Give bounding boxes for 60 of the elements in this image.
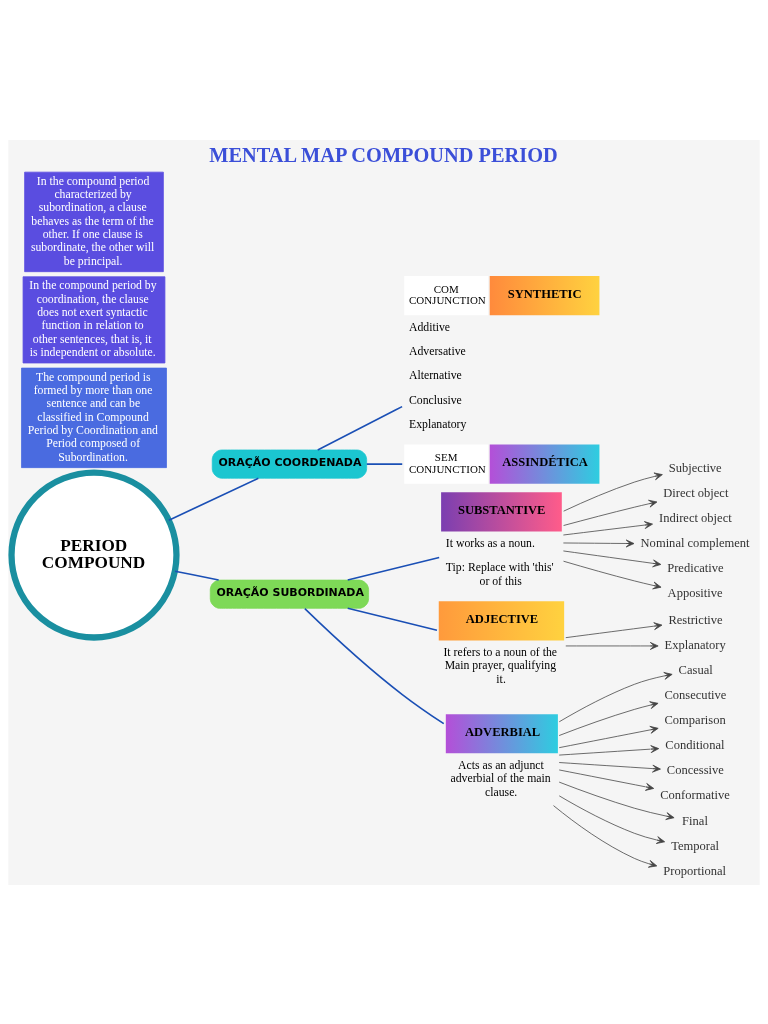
node-text: Proportional xyxy=(663,863,726,878)
node-box: SUBSTANTIVE xyxy=(441,491,562,531)
node-label: Conclusive xyxy=(408,393,462,407)
connector xyxy=(346,556,440,581)
arrow xyxy=(558,671,673,722)
node-label: Additive xyxy=(408,320,451,334)
node-box: ORAÇÃO COORDENADA xyxy=(211,449,368,479)
node-circle: PERIOD COMPOUND xyxy=(8,468,180,641)
arrow xyxy=(563,499,658,526)
arrow xyxy=(563,539,635,547)
label: In the compound period characterized by subordination, a clause behaves as the term of the other. If one clause is subordinate, the other will be principal. xyxy=(30,174,155,268)
connector xyxy=(316,405,403,451)
node-text: Nominal complement xyxy=(640,535,750,550)
connector xyxy=(366,462,403,465)
node-text: Comparison xyxy=(664,712,726,727)
arrow xyxy=(563,472,663,512)
node-box: ADJECTIVE xyxy=(438,600,565,640)
arrow xyxy=(558,781,675,820)
arrow xyxy=(563,560,662,589)
arrow xyxy=(553,804,658,868)
node-text: Subjective xyxy=(668,460,722,475)
arrow xyxy=(563,550,662,567)
arrow xyxy=(558,761,661,772)
node-label: Explanatory xyxy=(408,417,467,431)
node-box: ADVERBIAL xyxy=(445,713,558,753)
node-text: Casual xyxy=(678,662,713,677)
node-text: Conformative xyxy=(660,787,730,802)
node-label: Alternative xyxy=(408,368,462,382)
node-text: Predicative xyxy=(667,560,724,575)
node-text: Final xyxy=(682,812,708,827)
connector xyxy=(304,607,445,724)
arrow xyxy=(558,744,660,755)
node-text: Direct object xyxy=(663,485,729,500)
arrow xyxy=(563,520,653,535)
node-text: Consecutive xyxy=(664,687,727,702)
node-label: Acts as an adjunct adverbial of the main clause. xyxy=(450,758,551,799)
arrow xyxy=(558,769,655,791)
node-text: Temporal xyxy=(671,838,719,853)
node-box: ORAÇÃO SUBORDINADA xyxy=(209,579,369,609)
node-text: Restrictive xyxy=(668,612,723,627)
node-label: Tip: Replace with 'this' or of this xyxy=(445,560,554,588)
node-label: It refers to a noun of the Main prayer, qualifying it. xyxy=(443,645,558,686)
node-label: Adversative xyxy=(408,344,466,358)
label: In the compound period by coordination, the clause does not exert syntactic function in relation to other sentences, that is, it is independent or absolute. xyxy=(29,278,157,359)
arrow xyxy=(558,725,659,748)
connector xyxy=(168,477,260,521)
node-label: It works as a noun. xyxy=(445,536,535,550)
node-text: Indirect object xyxy=(659,510,732,525)
node-text: Explanatory xyxy=(664,637,726,652)
connector xyxy=(174,569,220,581)
node-text: Conditional xyxy=(665,737,725,752)
diagram-title: MENTAL MAP COMPOUND PERIOD xyxy=(209,143,558,166)
connector xyxy=(346,607,438,631)
arrow xyxy=(565,621,663,638)
arrow xyxy=(565,641,659,650)
arrow xyxy=(558,700,659,736)
arrow xyxy=(558,794,666,844)
node-text: Concessive xyxy=(666,762,724,777)
label: The compound period is formed by more than one sentence and can be classified in Compound Period by Coordination and Period composed of Subordination. xyxy=(27,370,158,464)
node-text: Appositive xyxy=(667,585,723,600)
